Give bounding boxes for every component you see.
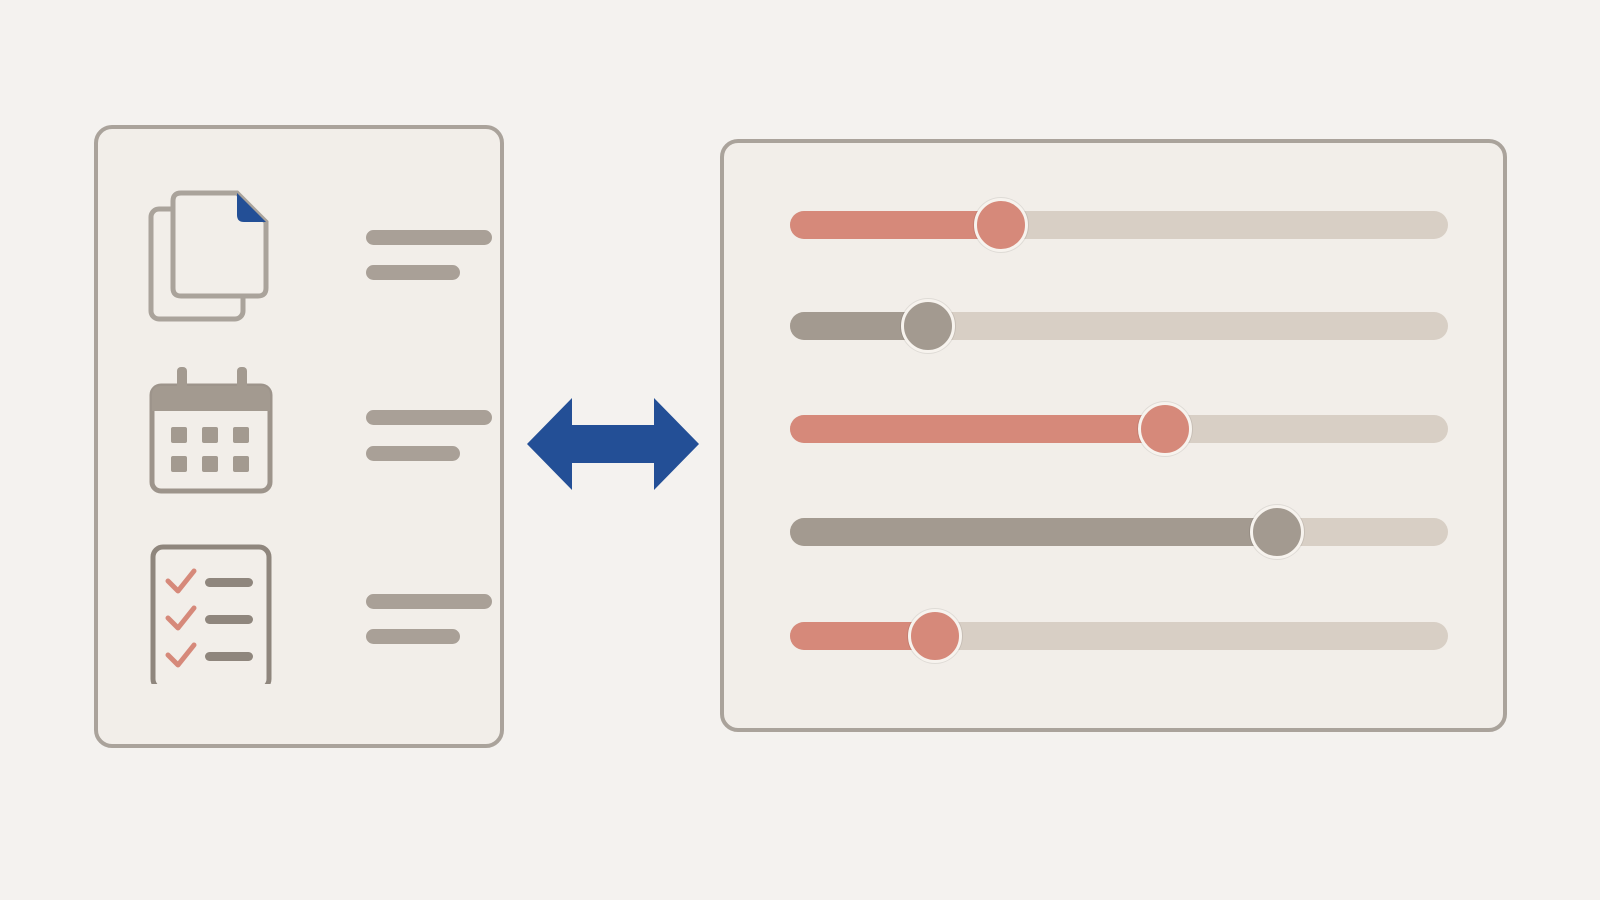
feature-list-panel	[94, 125, 504, 748]
checklist-icon	[150, 544, 272, 684]
slider-thumb[interactable]	[1138, 402, 1193, 456]
slider-3[interactable]	[790, 399, 1448, 459]
text-placeholder-line	[366, 410, 492, 425]
slider-fill	[790, 415, 1166, 443]
slider-thumb[interactable]	[1249, 505, 1304, 559]
double-arrow-icon	[527, 398, 699, 490]
slider-thumb[interactable]	[973, 198, 1028, 252]
calendar-icon	[149, 367, 273, 494]
text-placeholder-line	[366, 265, 460, 280]
text-placeholder-line	[366, 446, 460, 461]
documents-icon	[148, 190, 269, 322]
text-placeholder-line	[366, 629, 460, 644]
text-placeholder-line	[366, 230, 492, 245]
text-placeholder-line	[366, 594, 492, 609]
slider-fill	[790, 518, 1277, 546]
slider-4[interactable]	[790, 502, 1448, 562]
slider-5[interactable]	[790, 606, 1448, 666]
list-item-calendar[interactable]	[148, 367, 492, 517]
slider-thumb[interactable]	[907, 609, 962, 663]
list-item-documents[interactable]	[148, 187, 492, 337]
slider-thumb[interactable]	[901, 299, 956, 353]
settings-sliders-panel	[720, 139, 1507, 732]
slider-1[interactable]	[790, 195, 1448, 255]
slider-2[interactable]	[790, 296, 1448, 356]
list-item-checklist[interactable]	[148, 544, 492, 694]
slider-fill	[790, 211, 1001, 239]
